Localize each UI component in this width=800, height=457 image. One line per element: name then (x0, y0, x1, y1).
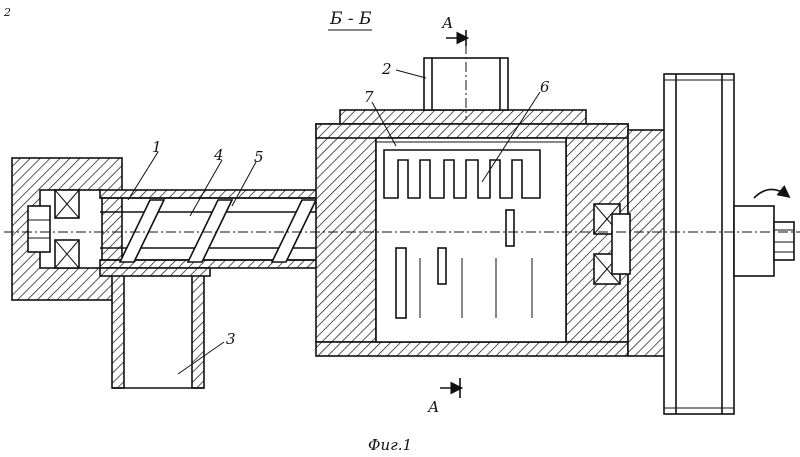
section-a-top-label: А (441, 14, 453, 32)
shaft-end-coupling (734, 206, 794, 276)
section-marker-top: А (441, 14, 466, 46)
rotation-arrow (754, 189, 788, 198)
part-label-3: 3 (226, 330, 236, 348)
outlet-pipe (100, 268, 210, 388)
corner-mark: 2 (3, 6, 11, 19)
part-label-1: 1 (152, 138, 162, 156)
part-label-4: 4 (213, 146, 224, 164)
part-label-2: 2 (381, 60, 392, 78)
part-label-7: 7 (364, 88, 374, 106)
left-bearing-housing (12, 158, 122, 300)
part-label-5: 5 (254, 148, 264, 166)
part-label-6: 6 (540, 78, 550, 96)
section-a-bottom-label: А (427, 398, 439, 416)
pulley-wheel (664, 74, 734, 414)
figure-caption: Фиг.1 (368, 436, 412, 454)
section-marker-bottom: А (427, 378, 460, 416)
inlet-pipe (424, 44, 508, 120)
section-title: Б - Б (329, 9, 372, 29)
